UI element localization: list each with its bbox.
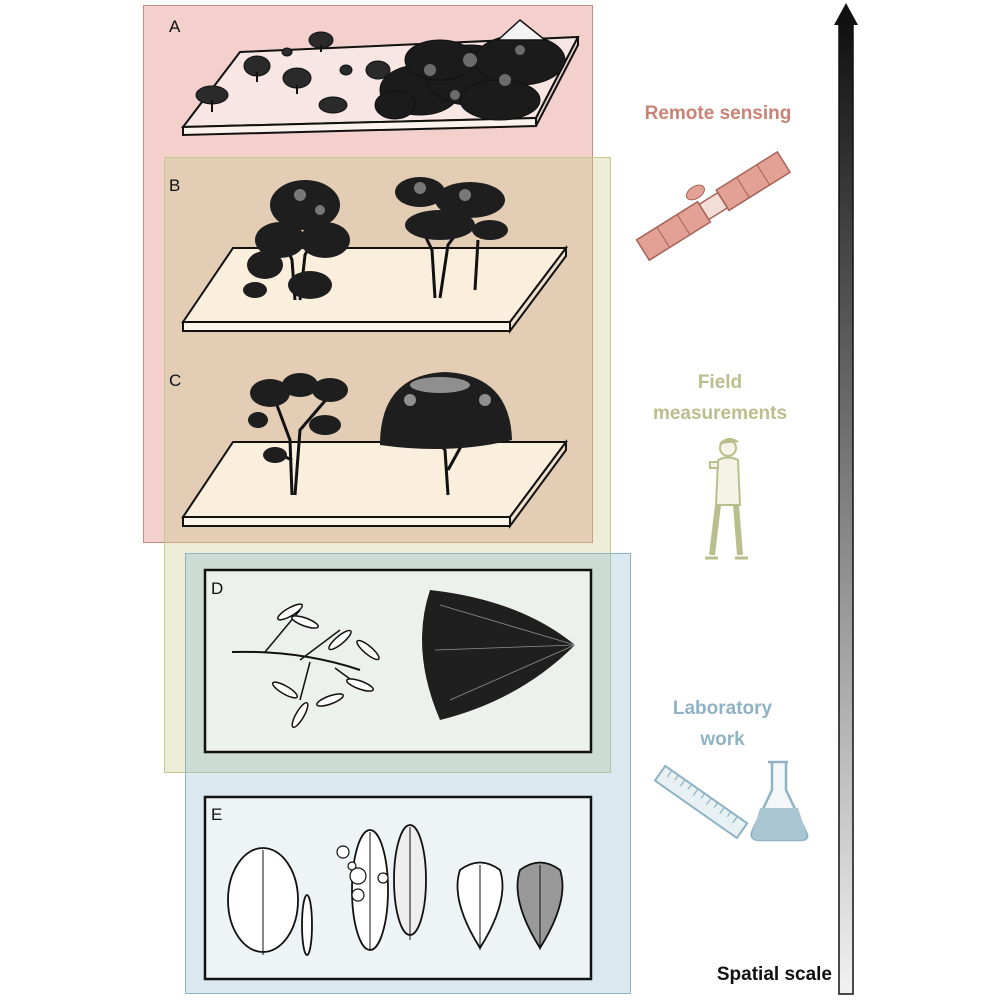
spatial-scale-label: Spatial scale: [716, 964, 832, 985]
panel-letter-c: C: [169, 371, 182, 390]
specimen-illustration: [203, 568, 593, 754]
laboratory-work-label-line1: Laboratory: [672, 698, 773, 719]
laboratory-work-label-line2: work: [700, 729, 745, 750]
panel-letter-b: B: [169, 176, 181, 195]
flask-icon: [750, 760, 809, 842]
remote-sensing-label: Remote sensing: [644, 103, 792, 124]
field-measurements-label-line1: Field: [697, 372, 743, 393]
spatial-scale-arrow: [834, 3, 858, 995]
field-researcher-icon: [705, 438, 748, 560]
ruler-icon: [653, 764, 749, 840]
field-measurements-label: Field measurements: [625, 367, 815, 429]
field-measurements-label-line2: measurements: [652, 403, 788, 424]
satellite-icon: [635, 150, 792, 262]
tree-pair-illustration-c: [181, 372, 568, 530]
leaf-illustration: [203, 795, 593, 981]
laboratory-work-label: Laboratory work: [640, 693, 805, 755]
panel-letter-d: D: [211, 579, 224, 598]
panel-letter-a: A: [169, 17, 181, 36]
panel-letter-e: E: [211, 805, 223, 824]
tree-pair-illustration-b: [181, 177, 569, 335]
landscape-illustration: [180, 19, 580, 137]
